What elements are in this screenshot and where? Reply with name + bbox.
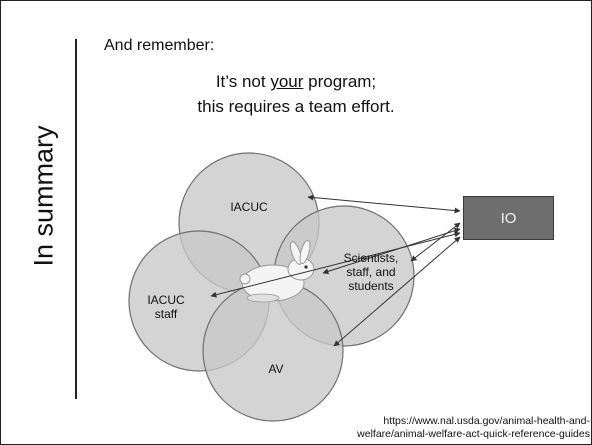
- label-scientists-line-1: Scientists,: [343, 251, 399, 265]
- source-url-line-2[interactable]: welfare/animal-welfare-act-quick-referen…: [357, 428, 590, 440]
- io-box: IO: [463, 196, 554, 240]
- message-line-2: this requires a team effort.: [197, 97, 395, 116]
- label-iacuc-staff-line-1: IACUC: [147, 293, 185, 307]
- label-iacuc-staff-line-2: staff: [154, 307, 178, 321]
- message-emphasis: your: [270, 72, 304, 91]
- label-iacuc: IACUC: [230, 200, 268, 214]
- message-line-1: It’s not your program;: [131, 72, 461, 92]
- label-iacuc-staff: IACUC staff: [136, 293, 196, 321]
- source-url-line-1[interactable]: https://www.nal.usda.gov/animal-health-a…: [383, 415, 590, 427]
- label-scientists-line-2: staff, and: [346, 265, 396, 279]
- label-scientists-line-3: students: [348, 279, 394, 293]
- message-after: program;: [303, 72, 377, 91]
- circle-av: [202, 280, 344, 422]
- arrows: [210, 194, 461, 347]
- label-av: AV: [268, 362, 284, 376]
- label-scientists: Scientists, staff, and students: [331, 251, 411, 293]
- intro-text: And remember:: [104, 37, 215, 54]
- message-before: It’s not: [215, 72, 271, 91]
- vertical-divider: [75, 39, 77, 399]
